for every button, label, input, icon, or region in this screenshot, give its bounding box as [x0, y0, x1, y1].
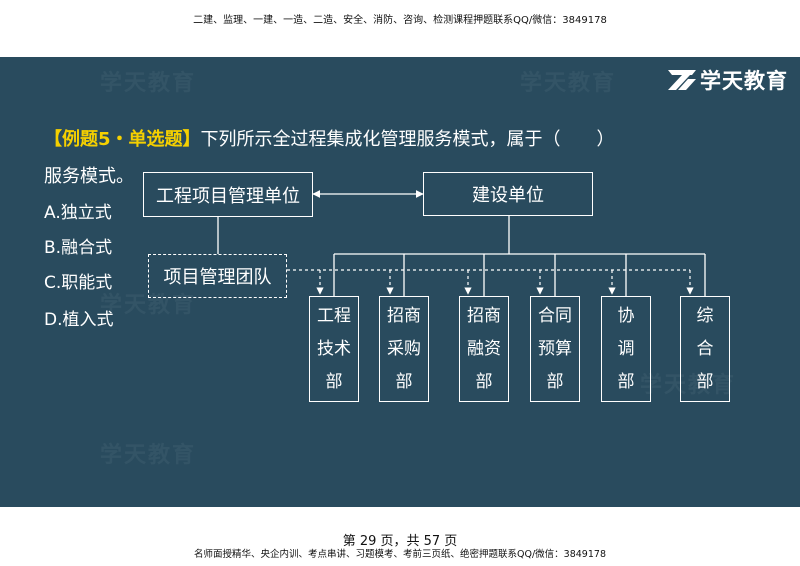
dept-label: 融资	[467, 338, 501, 359]
slide: 学天教育 学天教育 学天教育 学天教育 学天教育	[0, 57, 800, 507]
dept-label: 合同	[538, 305, 572, 326]
logo-mark-icon	[668, 70, 696, 90]
watermark: 学天教育	[640, 373, 737, 398]
dept-label: 采购	[387, 338, 421, 359]
owner-box: 建设单位	[423, 172, 593, 216]
dept-label: 综	[696, 305, 714, 326]
question-stem-line2: 服务模式。	[44, 166, 134, 187]
question-stem-line1: 【例题5・单选题】下列所示全过程集成化管理服务模式，属于（ ）	[44, 125, 615, 151]
question-stem: 下列所示全过程集成化管理服务模式，属于（ ）	[200, 129, 615, 150]
dept-label: 部	[325, 371, 343, 392]
footer-note: 名师面授精华、央企内训、考点串讲、习题模考、考前三页纸、绝密押题联系QQ/微信：…	[194, 549, 606, 560]
brand-logo: 学天教育	[668, 65, 788, 95]
question-tag: 【例题5・单选题】	[44, 129, 201, 150]
watermark: 学天教育	[100, 443, 197, 468]
page-number: 第 29 页，共 57 页	[342, 534, 458, 549]
brand-name: 学天教育	[700, 69, 788, 93]
dept-label: 协	[617, 305, 635, 326]
dept-coordination-box: 协 调 部	[601, 296, 651, 402]
option-d: D.植入式	[44, 310, 114, 330]
dept-label: 调	[617, 338, 635, 359]
dept-contract-box: 合同 预算 部	[530, 296, 580, 402]
dept-label: 招商	[467, 305, 501, 326]
header-note: 二建、监理、一建、一造、二造、安全、消防、咨询、检测课程押题联系QQ/微信：38…	[193, 15, 607, 26]
dept-label: 部	[475, 371, 493, 392]
watermark: 学天教育	[520, 71, 617, 96]
dept-label: 部	[546, 371, 564, 392]
dept-financing-box: 招商 融资 部	[459, 296, 509, 402]
option-c: C.职能式	[44, 273, 113, 293]
option-a: A.独立式	[44, 203, 112, 223]
watermark: 学天教育	[100, 71, 197, 96]
dept-label: 部	[696, 371, 714, 392]
option-b: B.融合式	[44, 238, 113, 258]
dept-label: 部	[395, 371, 413, 392]
dept-label: 部	[617, 371, 635, 392]
dept-label: 预算	[538, 338, 572, 359]
dept-general-box: 综 合 部	[680, 296, 730, 402]
dept-label: 技术	[317, 338, 351, 359]
pm-team-box: 项目管理团队	[148, 254, 287, 298]
dept-label: 招商	[387, 305, 421, 326]
pm-unit-box: 工程项目管理单位	[143, 172, 313, 217]
dept-label: 工程	[317, 305, 351, 326]
dept-label: 合	[696, 338, 714, 359]
dept-engineering-box: 工程 技术 部	[309, 296, 359, 402]
dept-procurement-box: 招商 采购 部	[379, 296, 429, 402]
